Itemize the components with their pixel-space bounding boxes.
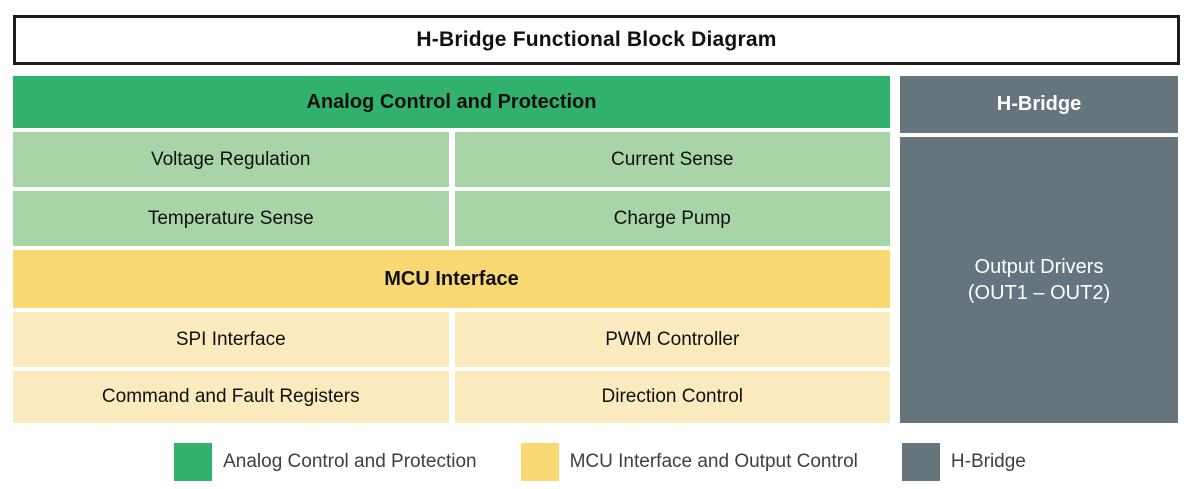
block-charge-pump[interactable]: Charge Pump: [454, 191, 890, 246]
legend-item-hbridge[interactable]: H-Bridge: [901, 443, 1026, 481]
block-direction-control[interactable]: Direction Control: [454, 371, 890, 423]
block-voltage-regulation-label: Voltage Regulation: [150, 148, 311, 170]
legend-label-analog: Analog Control and Protection: [223, 451, 477, 472]
block-charge-pump-label: Charge Pump: [613, 207, 731, 229]
legend-swatch-mcu: [520, 443, 559, 481]
mcu-row-2: Command and Fault Registers Direction Co…: [13, 371, 890, 423]
block-current-sense[interactable]: Current Sense: [454, 132, 890, 187]
analog-row-1: Voltage Regulation Current Sense: [13, 132, 890, 187]
block-temperature-sense[interactable]: Temperature Sense: [13, 191, 449, 246]
mcu-interface-header-label: MCU Interface: [384, 267, 519, 290]
functional-stack-column: Analog Control and Protection Voltage Re…: [13, 76, 890, 423]
diagram-title-box: H-Bridge Functional Block Diagram: [13, 15, 1180, 65]
legend-item-mcu[interactable]: MCU Interface and Output Control: [520, 443, 858, 481]
legend-item-analog[interactable]: Analog Control and Protection: [174, 443, 477, 481]
mcu-row-1: SPI Interface PWM Controller: [13, 312, 890, 367]
block-command-and-fault-registers-label: Command and Fault Registers: [101, 386, 360, 407]
block-voltage-regulation[interactable]: Voltage Regulation: [13, 132, 449, 187]
page-title: H-Bridge Functional Block Diagram: [416, 28, 777, 51]
block-pwm-controller[interactable]: PWM Controller: [454, 312, 890, 367]
analog-row-2: Temperature Sense Charge Pump: [13, 191, 890, 246]
legend-swatch-hbridge: [901, 443, 940, 481]
legend-label-hbridge: H-Bridge: [950, 451, 1026, 472]
diagram-legend: Analog Control and Protection MCU Interf…: [0, 435, 1200, 489]
h-bridge-header[interactable]: H-Bridge: [900, 76, 1178, 133]
legend-label-mcu: MCU Interface and Output Control: [569, 451, 858, 472]
block-pwm-controller-label: PWM Controller: [605, 328, 740, 350]
block-spi-interface[interactable]: SPI Interface: [13, 312, 449, 367]
h-bridge-column: H-Bridge Output Drivers (OUT1 – OUT2): [900, 76, 1178, 423]
block-current-sense-label: Current Sense: [610, 148, 734, 170]
block-spi-interface-label: SPI Interface: [175, 328, 286, 350]
block-direction-control-label: Direction Control: [601, 386, 744, 407]
h-bridge-header-label: H-Bridge: [996, 93, 1082, 115]
block-output-drivers-label: Output Drivers: [974, 256, 1104, 278]
block-temperature-sense-label: Temperature Sense: [147, 207, 314, 229]
block-output-drivers-range: (OUT1 – OUT2): [967, 282, 1111, 304]
analog-control-header-label: Analog Control and Protection: [306, 90, 597, 113]
mcu-interface-header[interactable]: MCU Interface: [13, 250, 890, 308]
legend-swatch-analog: [174, 443, 213, 481]
block-output-drivers[interactable]: Output Drivers (OUT1 – OUT2): [900, 137, 1178, 423]
block-command-and-fault-registers[interactable]: Command and Fault Registers: [13, 371, 449, 423]
analog-control-header[interactable]: Analog Control and Protection: [13, 76, 890, 128]
